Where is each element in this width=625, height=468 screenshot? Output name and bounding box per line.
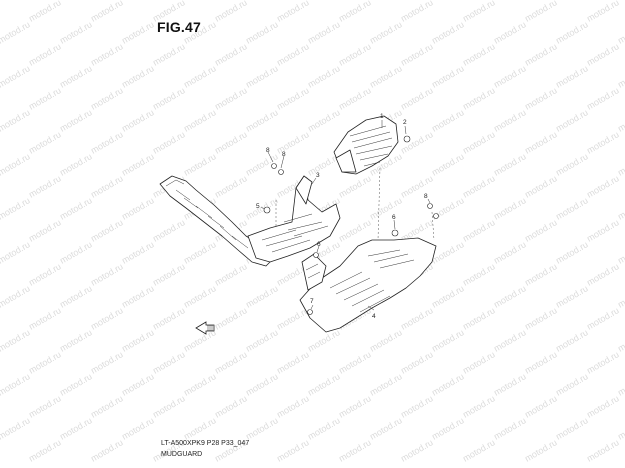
callout-8-left-b: 8	[282, 151, 286, 158]
callout-2: 2	[403, 119, 407, 126]
front-direction-arrow	[195, 321, 215, 335]
callout-8-right: 8	[424, 193, 428, 200]
rear-mudguard	[299, 237, 437, 333]
callout-5: 5	[256, 203, 260, 210]
watermark-text: motod.ru	[616, 0, 625, 2]
diagram-code: LT-A500XPK9 P28 P33_047	[161, 440, 250, 447]
callout-4: 4	[372, 313, 376, 320]
callout-1: 1	[380, 113, 384, 120]
callout-7: 7	[310, 298, 314, 305]
figure-title: FIG.47	[157, 19, 201, 35]
callout-3: 3	[316, 172, 320, 179]
upper-cover	[333, 115, 399, 175]
callout-8-left-a: 8	[266, 147, 270, 154]
fasteners	[263, 135, 439, 315]
diagram-caption: MUDGUARD	[161, 451, 203, 458]
callout-6-upper: 6	[392, 214, 396, 221]
callout-6-lower: 6	[317, 241, 321, 248]
front-footwell	[247, 175, 341, 263]
